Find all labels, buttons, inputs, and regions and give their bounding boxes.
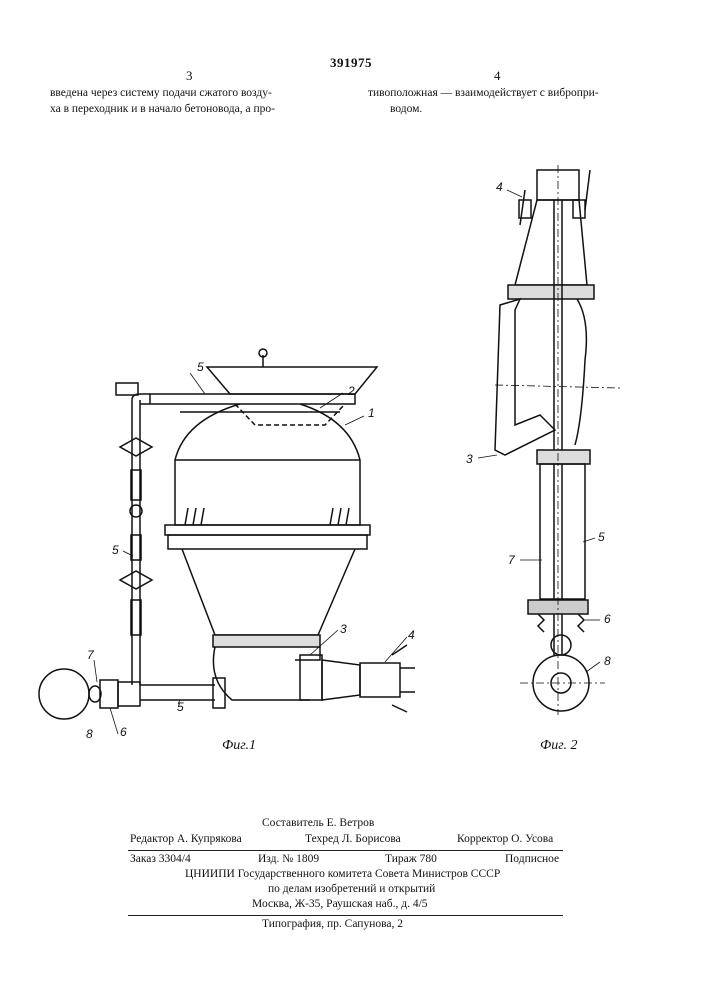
fig1-label-5: 5 — [197, 360, 204, 374]
footer-editor: Редактор А. Купрякова — [130, 833, 242, 845]
figure-1-caption: Фиг.1 — [222, 738, 256, 754]
text-line: водом. — [368, 101, 658, 117]
fig2-label-6: 6 — [604, 612, 611, 626]
footer-circulation: Тираж 780 — [385, 853, 437, 865]
footer-subscription: Подписное — [505, 853, 559, 865]
column-number-left: 3 — [186, 68, 193, 84]
footer-compiler: Составитель Е. Ветров — [262, 817, 374, 829]
footer-org-dept: по делам изобретений и открытий — [268, 883, 435, 895]
fig2-label-4: 4 — [496, 180, 503, 194]
column-number-right: 4 — [494, 68, 501, 84]
fig2-label-3: 3 — [466, 452, 473, 466]
fig1-label-8: 8 — [86, 727, 93, 741]
footer-techred: Техред Л. Борисова — [305, 833, 401, 845]
text-line: тивоположная — взаимодействует с вибропр… — [368, 85, 658, 101]
patent-number: 391975 — [330, 55, 372, 71]
footer-printer: Типография, пр. Сапунова, 2 — [262, 918, 403, 930]
fig1-label-3: 3 — [340, 622, 347, 636]
fig1-label-6: 6 — [120, 725, 127, 739]
fig2-label-7: 7 — [508, 553, 515, 567]
fig1-label-7: 7 — [87, 648, 94, 662]
fig1-label-1: 1 — [368, 406, 375, 420]
fig1-label-5-pipe: 5 — [112, 543, 119, 557]
footer-address: Москва, Ж-35, Раушская наб., д. 4/5 — [252, 898, 428, 910]
fig1-label-2: 2 — [348, 384, 355, 398]
text-line: введена через систему подачи сжатого воз… — [50, 85, 330, 101]
footer-divider-bottom — [128, 915, 563, 916]
body-text-left: введена через систему подачи сжатого воз… — [50, 85, 330, 117]
fig2-label-8: 8 — [604, 654, 611, 668]
figure-1-drawing — [0, 340, 460, 760]
footer-divider — [128, 850, 563, 851]
body-text-right: тивоположная — взаимодействует с вибропр… — [368, 85, 658, 117]
fig1-label-4: 4 — [408, 628, 415, 642]
text-line: ха в переходник и в начало бетоновода, а… — [50, 101, 330, 117]
footer-corrector: Корректор О. Усова — [457, 833, 553, 845]
footer-order: Заказ 3304/4 — [130, 853, 191, 865]
fig1-label-5-bottom: 5 — [177, 700, 184, 714]
footer-edition: Изд. № 1809 — [258, 853, 319, 865]
figure-2-caption: Фиг. 2 — [540, 738, 578, 754]
figure-2-drawing — [430, 160, 640, 720]
fig2-label-5: 5 — [598, 530, 605, 544]
footer-org: ЦНИИПИ Государственного комитета Совета … — [185, 868, 500, 880]
